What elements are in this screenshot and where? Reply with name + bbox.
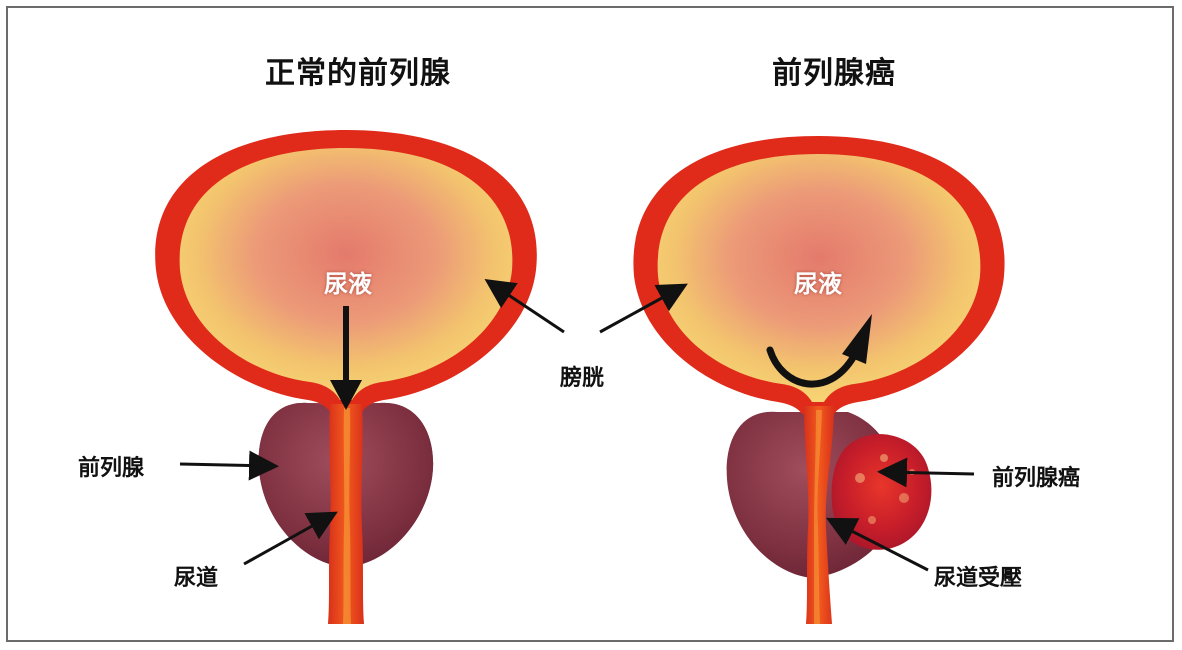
prostate-cancer-title: 前列腺癌 (772, 48, 896, 92)
urine-label-right: 尿液 (794, 264, 842, 299)
urethra-label: 尿道 (174, 560, 218, 592)
compressed-urethra-label: 尿道受壓 (934, 560, 1022, 592)
normal-prostate-illustration (155, 130, 537, 624)
cancer-pointer (886, 472, 974, 474)
normal-prostate-title: 正常的前列腺 (265, 48, 451, 92)
bladder-label: 膀胱 (560, 360, 604, 392)
urine-label-left: 尿液 (324, 264, 372, 299)
prostate-cancer-label: 前列腺癌 (992, 460, 1080, 492)
anatomy-illustration (8, 8, 1176, 644)
cancer-prostate-illustration (633, 136, 1004, 624)
tumor (832, 434, 932, 550)
diagram-frame: 正常的前列腺 前列腺癌 尿液 尿液 膀胱 前列腺 尿道 前列腺癌 尿道受壓 (6, 6, 1174, 642)
prostate-label: 前列腺 (78, 450, 144, 482)
prostate-pointer (180, 464, 270, 466)
